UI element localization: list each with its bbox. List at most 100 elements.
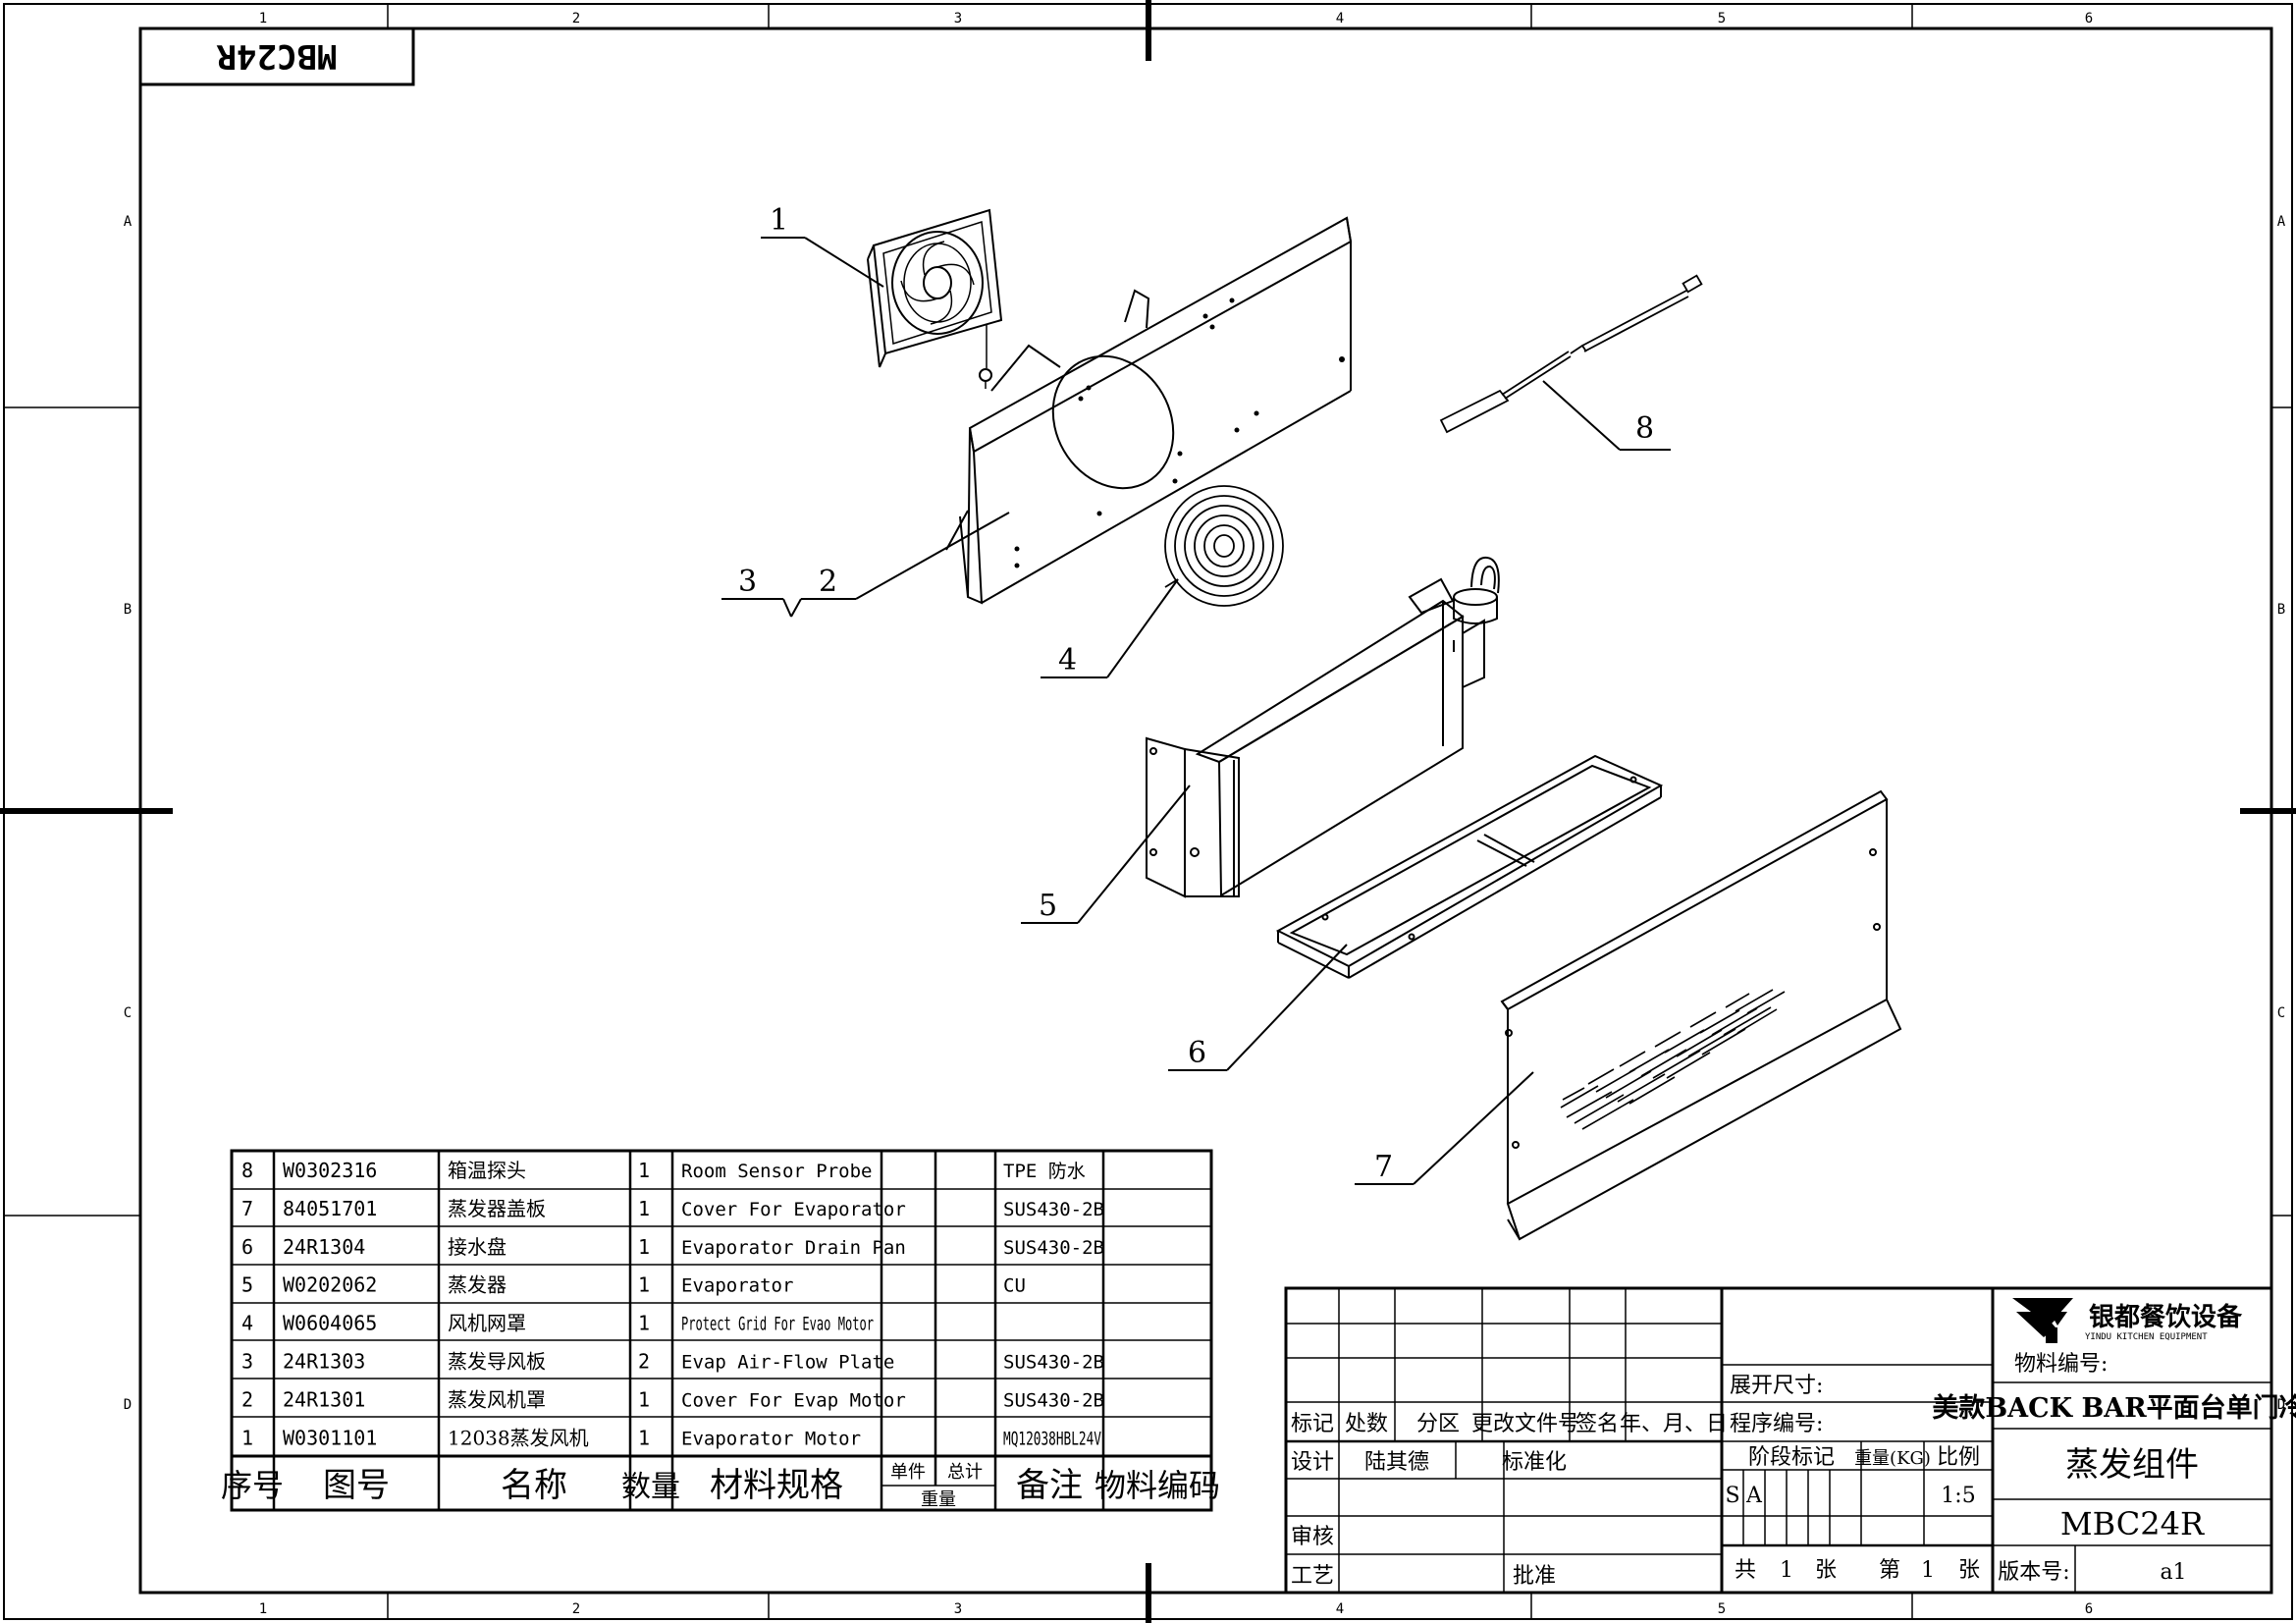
bom-header-unit: 单件	[890, 1462, 926, 1483]
stage-a: A	[1745, 1484, 1763, 1508]
bom-cell-no: 7	[241, 1197, 253, 1220]
zone-col-top-3: 3	[954, 11, 962, 27]
bom-cell-remark: TPE 防水	[1003, 1161, 1086, 1182]
bom-header-part: 图号	[323, 1466, 390, 1505]
exploded-view	[867, 208, 1902, 1241]
process-label: 工艺	[1291, 1564, 1334, 1589]
assembly-name: 蒸发组件	[2065, 1445, 2199, 1485]
bom-cell-no: 8	[241, 1159, 253, 1182]
zone-labels: 1 2 3 4 5 6 1 2 3 4 5 6 A B C D A B C D	[124, 11, 2286, 1617]
bom-header-code: 物料编码	[1095, 1467, 1220, 1504]
version-label: 版本号:	[1998, 1560, 2069, 1585]
scale-label: 比例	[1937, 1445, 1980, 1470]
bom-cell-name: 蒸发器盖板	[448, 1197, 546, 1220]
design-label: 设计	[1291, 1450, 1334, 1475]
bom-cell-part: 24R1303	[283, 1350, 365, 1374]
bom-cell-remark: SUS430-2B	[1003, 1237, 1104, 1259]
bom-header: 序号 图号 名称 数量 材料规格 单件 总计 重量 备注 物料编码	[221, 1462, 1220, 1510]
bom-header-spec: 材料规格	[710, 1466, 843, 1505]
zone-col-bottom-2: 2	[572, 1601, 580, 1617]
bom-cell-part: 84051701	[283, 1197, 377, 1220]
bom-cell-part: W0301101	[283, 1426, 377, 1449]
callout-8: 8	[1635, 411, 1654, 446]
weight-label: 重量(KG)	[1854, 1448, 1931, 1469]
bom-cell-name: 12038蒸发风机	[448, 1426, 589, 1449]
bom-cell-qty: 1	[638, 1312, 650, 1335]
bom-cell-remark: CU	[1003, 1275, 1026, 1297]
callout-5: 5	[1039, 889, 1057, 923]
bom-cell-part: 24R1304	[283, 1235, 365, 1259]
bom-cell-remark: SUS430-2B	[1003, 1199, 1104, 1220]
sheet-no-unit: 张	[1958, 1558, 1980, 1583]
bom-cell-no: 1	[241, 1426, 253, 1449]
bom-cell-qty: 1	[638, 1197, 650, 1220]
bom-cell-spec: Protect Grid For Evao Motor	[681, 1314, 874, 1335]
callout-7: 7	[1374, 1150, 1393, 1184]
title-block: 标记 处数 分区 更改文件号 签名 年、月、日 设计 陆其德 标准化 审核 工艺…	[1284, 1286, 2296, 1595]
mirrored-code-box: MBC24R	[138, 27, 415, 86]
bom-cell-no: 3	[241, 1350, 253, 1374]
yindu-logo-icon	[2012, 1298, 2073, 1343]
zone-row-right-c: C	[2277, 1005, 2285, 1021]
bom-cell-part: W0302316	[283, 1159, 377, 1182]
program-no-label: 程序编号:	[1730, 1412, 1823, 1436]
zone-col-top-1: 1	[259, 11, 267, 27]
mirrored-drawing-code: MBC24R	[216, 36, 337, 76]
bom-cell-spec: Evaporator Motor	[681, 1428, 861, 1449]
zone-col-top-6: 6	[2085, 11, 2093, 27]
bom-header-no: 序号	[221, 1467, 284, 1504]
scale-value: 1:5	[1941, 1484, 1975, 1508]
callout-3: 3	[738, 565, 757, 599]
zone-col-bottom-5: 5	[1718, 1601, 1726, 1617]
callout-leaders	[721, 237, 1671, 1185]
bom-header-name: 名称	[501, 1466, 567, 1505]
bom-cell-part: 24R1301	[283, 1387, 365, 1411]
bom-cell-name: 风机网罩	[448, 1312, 526, 1335]
bom-cell-remark: SUS430-2B	[1003, 1352, 1104, 1374]
rev-header-date: 年、月、日	[1620, 1412, 1728, 1436]
bom-cell-remark: MQ12038HBL24V	[1003, 1428, 1101, 1449]
rev-header-signature: 签名	[1575, 1412, 1619, 1436]
unfold-size-label: 展开尺寸:	[1730, 1374, 1823, 1398]
company-name-en: YINDU KITCHEN EQUIPMENT	[2085, 1332, 2208, 1342]
callout-6: 6	[1188, 1036, 1206, 1070]
part-6-drain-pan-drawing	[1275, 754, 1664, 979]
sheet-no-value: 1	[1921, 1558, 1935, 1583]
zone-col-bottom-3: 3	[954, 1601, 962, 1617]
bom-cell-spec: Cover For Evaporator	[681, 1199, 906, 1220]
bom-cell-part: W0202062	[283, 1273, 377, 1297]
bom-cell-part: W0604065	[283, 1312, 377, 1335]
bom-cell-qty: 1	[638, 1159, 650, 1182]
material-code-label: 物料编号:	[2014, 1352, 2108, 1377]
company-name-cn: 银都餐饮设备	[2089, 1303, 2243, 1332]
designer-name: 陆其德	[1364, 1450, 1429, 1475]
bom-cell-spec: Evaporator Drain Pan	[681, 1237, 906, 1259]
part-1-fan-drawing	[867, 208, 1003, 389]
zone-col-bottom-1: 1	[259, 1601, 267, 1617]
bom-header-total: 总计	[947, 1462, 983, 1483]
bom-cell-qty: 1	[638, 1273, 650, 1297]
bom-cell-name: 箱温探头	[448, 1159, 526, 1182]
part-2-fan-cover-drawing	[945, 216, 1353, 605]
zone-col-top-2: 2	[572, 11, 580, 27]
approve-label: 批准	[1513, 1564, 1556, 1589]
part-8-sensor-probe-drawing	[1439, 274, 1703, 434]
zone-row-left-b: B	[124, 602, 132, 618]
bom-cell-no: 2	[241, 1387, 253, 1411]
rev-header-mark: 标记	[1291, 1412, 1334, 1436]
bom-cell-spec: Evap Air-Flow Plate	[681, 1352, 894, 1374]
callout-1: 1	[770, 203, 788, 238]
part-4-fan-grid-drawing	[1164, 485, 1284, 607]
part-7-cover-drawing	[1500, 789, 1902, 1241]
bom-cell-spec: Evaporator	[681, 1275, 793, 1297]
bom-cell-name: 蒸发风机罩	[448, 1387, 546, 1411]
bom-cell-qty: 1	[638, 1387, 650, 1411]
bom-cell-qty: 1	[638, 1235, 650, 1259]
bom-cell-qty: 1	[638, 1426, 650, 1449]
version-value: a1	[2160, 1560, 2186, 1585]
bom-cell-remark: SUS430-2B	[1003, 1389, 1104, 1411]
rev-header-zone: 分区	[1416, 1412, 1460, 1436]
bom-cell-name: 接水盘	[448, 1235, 507, 1259]
standardization-label: 标准化	[1502, 1450, 1567, 1475]
part-5-evaporator-drawing	[1146, 556, 1500, 898]
